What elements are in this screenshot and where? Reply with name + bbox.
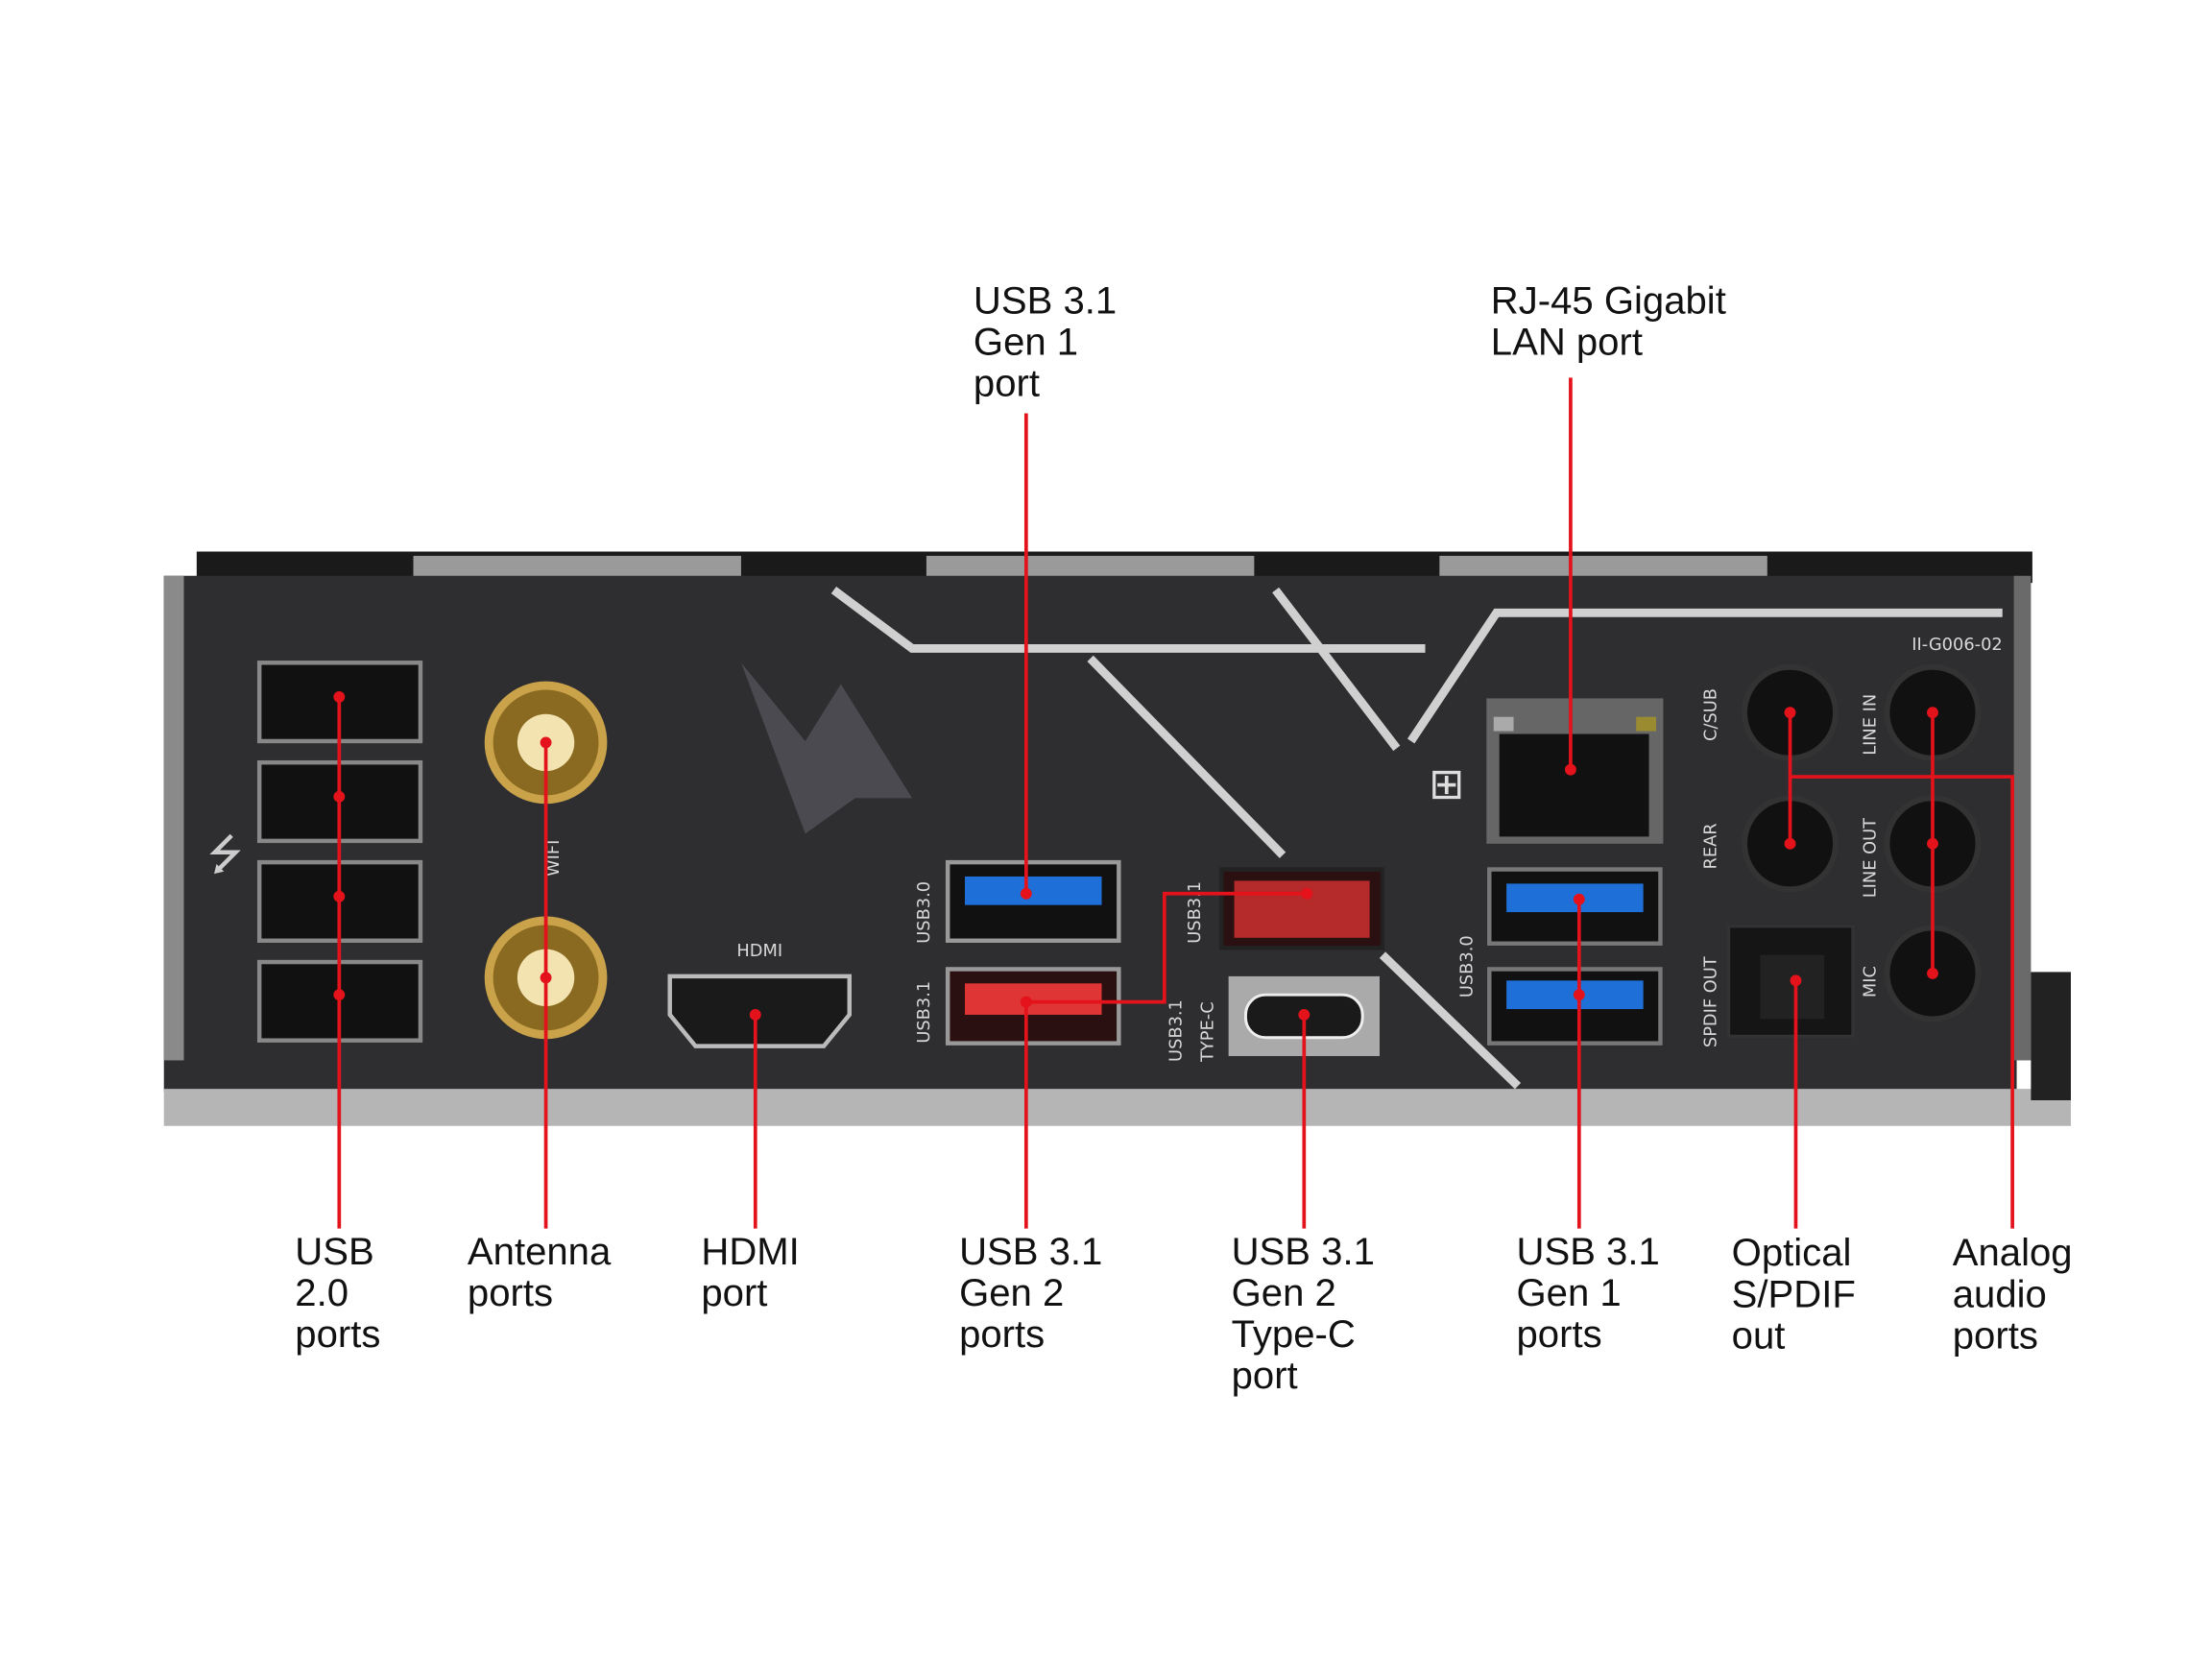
usb-icon: ⭍ (207, 831, 243, 879)
hdmi-print: HDMI (736, 941, 782, 961)
usb31-tongue (1234, 880, 1370, 938)
panel-side (2031, 972, 2071, 1101)
led-icon (1493, 716, 1514, 732)
usb30-tongue (965, 876, 1102, 905)
network-icon: ⊞ (1429, 759, 1464, 807)
panel-bottom-rail (163, 1089, 2071, 1126)
callout-audio: Analog audio ports (1952, 1231, 2073, 1358)
callout-usb31-typec: USB 3.1 Gen 2 Type-C port (1231, 1230, 1375, 1397)
csub-print: C/SUB (1700, 688, 1720, 741)
audio-jacks (1742, 663, 1982, 1022)
spdif-opening (1760, 954, 1825, 1020)
wifi-print: WIFI (543, 840, 564, 877)
bracket (926, 555, 1255, 579)
callout-usb31-gen2: USB 3.1 Gen 2 ports (959, 1230, 1103, 1356)
callout-usb31-gen1-port: USB 3.1 Gen 1 port (973, 278, 1118, 405)
usb31-typec-print: TYPE-C (1197, 1001, 1217, 1063)
usb30-print: USB3.0 (914, 881, 934, 944)
part-number-print: II-G006-02 (1911, 635, 2002, 655)
callout-dots (333, 690, 1938, 1021)
callout-lines (337, 377, 2014, 1229)
callout-hdmi: HDMI port (701, 1230, 800, 1314)
panel-edge (163, 575, 184, 1061)
bracket (1439, 555, 1767, 579)
callout-rj45: RJ-45 Gigabit LAN port (1490, 278, 1726, 364)
mic-print: MIC (1861, 966, 1881, 998)
callout-usb31-gen1: USB 3.1 Gen 1 ports (1516, 1230, 1660, 1356)
callout-usb20: USB 2.0 ports (295, 1230, 381, 1356)
usb31-print: USB3.1 (914, 981, 934, 1044)
panel-edge (2013, 575, 2032, 1061)
rear-print: REAR (1700, 823, 1720, 869)
rj45-opening (1499, 733, 1649, 837)
callout-antenna: Antenna ports (467, 1230, 612, 1314)
line-in-print: LINE IN (1861, 694, 1881, 756)
usb30-print: USB3.0 (1456, 935, 1477, 998)
usb31-typec-print: USB3.1 (1166, 999, 1187, 1062)
line-out-print: LINE OUT (1861, 818, 1881, 898)
bracket (413, 555, 741, 579)
decor-stripes (830, 587, 2003, 1090)
callout-spdif: Optical S/PDIF out (1731, 1231, 1856, 1358)
led-icon (1636, 716, 1656, 732)
usb31-print: USB3.1 (1185, 881, 1205, 944)
aorus-logo (740, 662, 913, 834)
usb31-tongue (965, 983, 1102, 1015)
spdif-print: SPDIF OUT (1700, 956, 1720, 1047)
